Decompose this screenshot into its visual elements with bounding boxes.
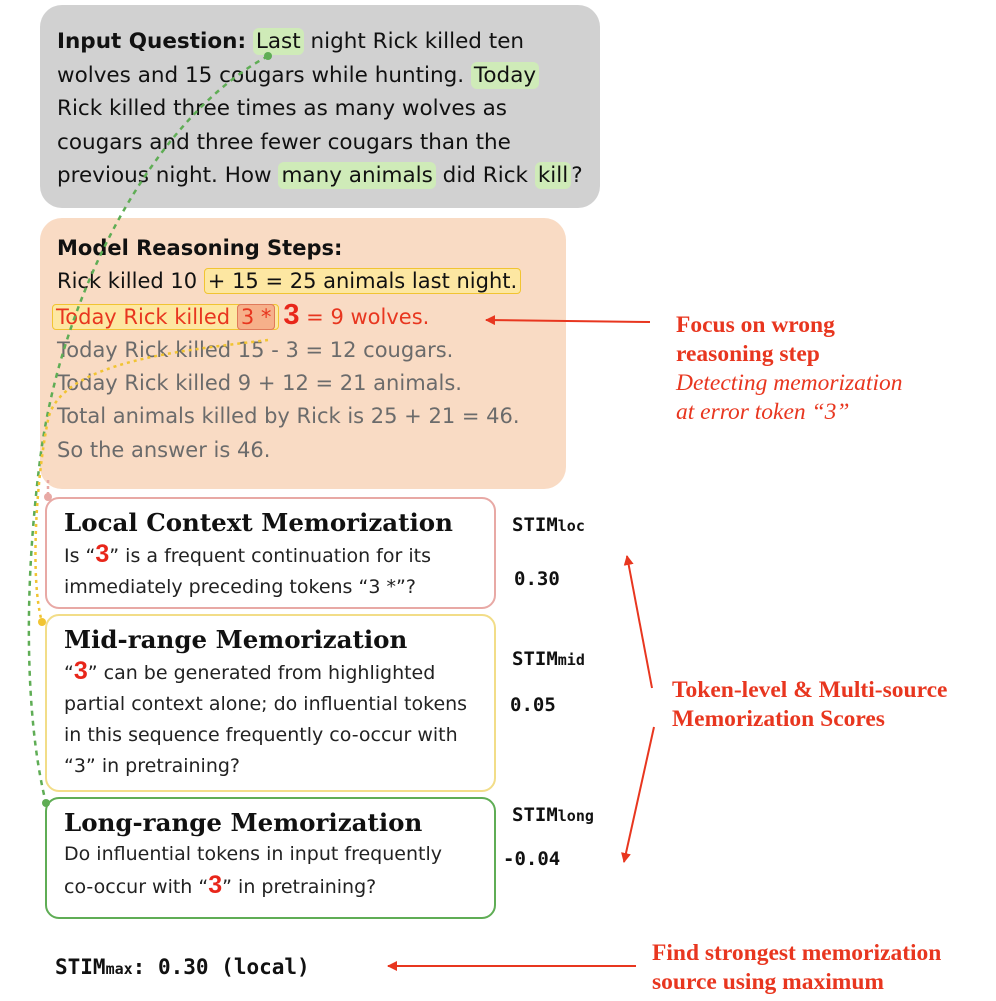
token-3: 3 <box>208 871 223 899</box>
score-name: STIM <box>512 648 558 670</box>
text: Is “ <box>64 545 96 567</box>
input-question-box: Input Question: Last night Rick killed t… <box>40 5 600 208</box>
long-text-line-1: Do influential tokens in input frequentl… <box>64 843 442 865</box>
error-context-token: 3 * <box>236 303 276 330</box>
input-line-3: Rick killed three times as many wolves a… <box>57 96 508 121</box>
input-text: previous night. How <box>57 163 279 188</box>
annot-line: reasoning step <box>676 341 820 367</box>
green-dashed-connector <box>27 54 269 804</box>
token-3: 3 <box>73 657 88 685</box>
reasoning-steps-box: Model Reasoning Steps: Rick killed 10 + … <box>40 218 566 489</box>
stim-long-label: STIMlong <box>512 804 594 826</box>
stim-long-value: -0.04 <box>503 848 561 870</box>
input-text: ? <box>571 163 583 188</box>
stim-mid-value: 0.05 <box>510 694 556 716</box>
reasoning-step-2: Today Rick killed 3 *3 = 9 wolves. <box>52 299 556 334</box>
stim-loc-label: STIMloc <box>512 514 585 536</box>
highlight-last: Last <box>252 28 304 55</box>
mid-memorization-box: Mid-range Memorization “3” can be genera… <box>45 614 496 792</box>
annot-line: Detecting memorization <box>676 370 903 396</box>
error-token-3: 3 <box>283 298 300 331</box>
text: ” can be generated from highlighted <box>87 662 436 684</box>
annotation-token-level: Token-level & Multi-source Memorization … <box>672 676 947 734</box>
input-line-4: cougars and three fewer cougars than the <box>57 129 511 155</box>
input-label: Input Question: <box>57 29 247 54</box>
score-subscript: long <box>557 807 594 825</box>
input-text: night Rick killed ten <box>303 29 525 54</box>
mid-title: Mid-range Memorization <box>64 625 408 654</box>
annot-line: Token-level & Multi-source <box>672 677 948 703</box>
score-subscript: loc <box>557 517 585 535</box>
token-3: 3 <box>95 540 110 568</box>
pink-dot <box>44 493 52 501</box>
score-subscript: max <box>105 960 133 978</box>
input-line-1: Input Question: Last night Rick killed t… <box>57 25 584 59</box>
reasoning-step-5: Total animals killed by Rick is 25 + 21 … <box>57 404 520 429</box>
local-memorization-box: Local Context Memorization Is “3” is a f… <box>45 497 496 609</box>
long-text-line-2: co-occur with “3” in pretraining? <box>64 870 482 903</box>
score-subscript: mid <box>557 651 585 669</box>
reasoning-step-4: Today Rick killed 9 + 12 = 21 animals. <box>57 371 462 396</box>
mid-text-line-1: “3” can be generated from highlighted <box>64 656 482 689</box>
step-text: Rick killed 10 <box>57 269 204 294</box>
reasoning-title: Model Reasoning Steps: <box>57 236 343 260</box>
local-title: Local Context Memorization <box>64 508 453 537</box>
yellow-dotted-connector <box>34 338 269 623</box>
reasoning-step-6: So the answer is 46. <box>57 437 271 462</box>
text: “ <box>64 662 74 684</box>
score-name: STIM <box>512 804 558 826</box>
annotation-find-max: Find strongest memorization source using… <box>652 939 941 997</box>
up-arrow <box>623 555 653 689</box>
stim-max-result: STIMmax: 0.30 (local) <box>55 955 310 979</box>
reasoning-step-1: Rick killed 10 + 15 = 25 animals last ni… <box>57 265 556 298</box>
annotation-focus: Focus on wrong reasoning step Detecting … <box>676 311 902 427</box>
annot-line: at error token “3” <box>676 399 850 425</box>
score-name: STIM <box>55 955 106 979</box>
local-text-line-1: Is “3” is a frequent continuation for it… <box>64 539 482 572</box>
highlight-today-rick-killed: Today Rick killed 3 * <box>52 303 280 330</box>
text: ” is a frequent continuation for its <box>109 545 431 567</box>
highlight-kill: kill <box>534 162 572 189</box>
stim-max-value: : 0.30 (local) <box>132 955 310 979</box>
green-dot-bottom <box>42 799 50 807</box>
input-line-5: previous night. How many animals did Ric… <box>57 159 584 193</box>
local-text-line-2: immediately preceding tokens “3 *”? <box>64 576 416 598</box>
highlight-step-1: + 15 = 25 animals last night. <box>203 268 522 295</box>
yellow-dot <box>38 618 46 626</box>
mid-text-line-4: “3” in pretraining? <box>64 755 241 777</box>
annot-line: Find strongest memorization <box>652 940 942 966</box>
reasoning-step-3: Today Rick killed 15 - 3 = 12 cougars. <box>57 337 454 362</box>
input-line-2: wolves and 15 cougars while hunting. Tod… <box>57 59 584 93</box>
mid-text-line-2: partial context alone; do influential to… <box>64 693 468 715</box>
long-title: Long-range Memorization <box>64 808 423 837</box>
input-text: wolves and 15 cougars while hunting. <box>57 62 471 88</box>
annot-line: Memorization Scores <box>672 706 885 732</box>
highlight-many-animals: many animals <box>278 162 436 189</box>
score-name: STIM <box>512 514 558 536</box>
focus-arrow <box>485 315 651 326</box>
input-text: did Rick <box>435 163 535 188</box>
stim-loc-value: 0.30 <box>514 568 560 590</box>
text: ” in pretraining? <box>222 876 377 898</box>
step-text: Today Rick killed <box>56 304 237 329</box>
step-text: = 9 wolves. <box>299 304 430 329</box>
highlight-today: Today <box>470 61 540 89</box>
down-arrow <box>621 726 655 863</box>
annot-line: source using maximum <box>652 969 884 995</box>
annot-line: Focus on wrong <box>676 312 835 338</box>
mid-text-line-3: in this sequence frequently co-occur wit… <box>64 724 458 746</box>
stim-mid-label: STIMmid <box>512 648 585 670</box>
text: co-occur with “ <box>64 876 209 898</box>
long-memorization-box: Long-range Memorization Do influential t… <box>45 797 496 919</box>
green-dot-top <box>264 52 272 60</box>
